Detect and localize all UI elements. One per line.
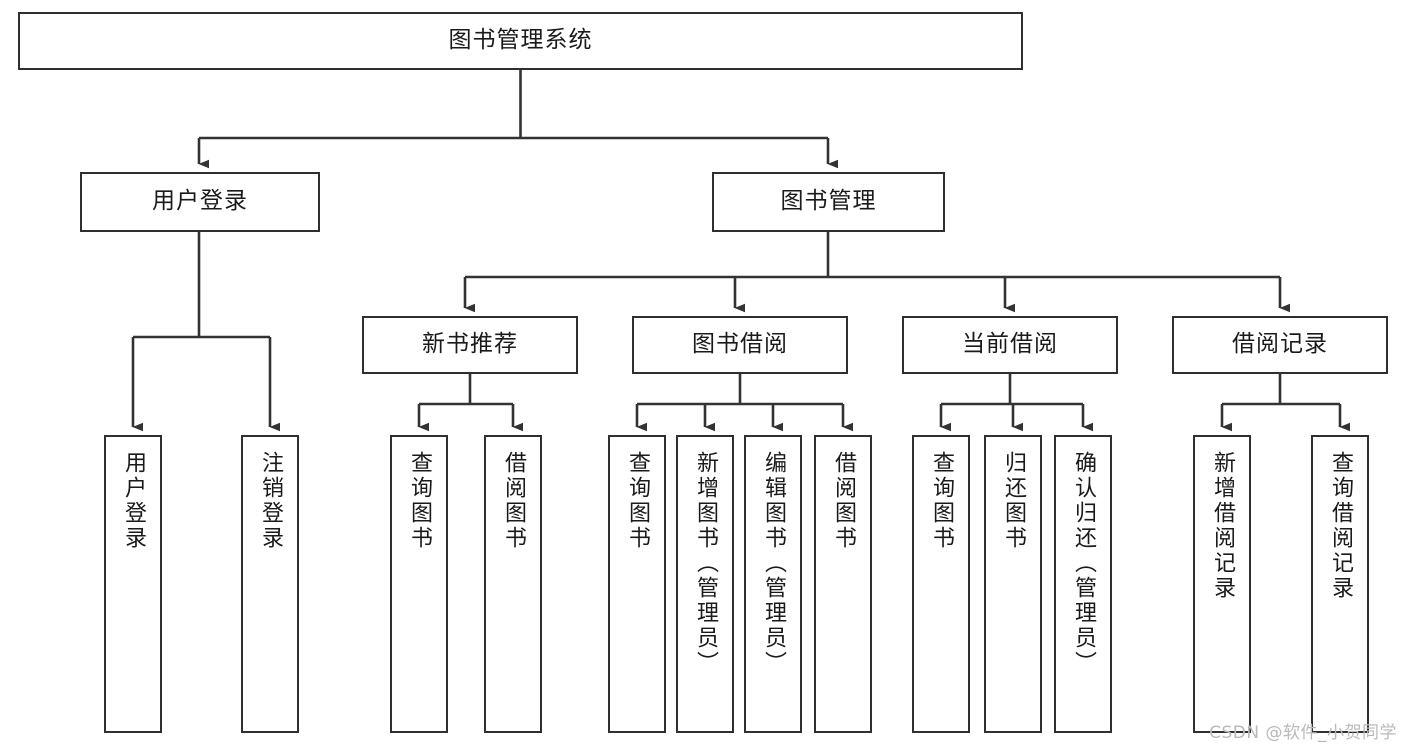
node-leaf-query-borrow-record-label: 查询借阅记录 — [1327, 451, 1353, 601]
node-leaf-query-book-rec[interactable]: 查询图书 — [390, 435, 448, 733]
csdn-watermark: CSDN @软件_小贺同学 — [1209, 723, 1397, 743]
node-leaf-add-book-admin-label: 新增图书（管理员） — [692, 451, 718, 676]
node-user-login-label: 用户登录 — [152, 188, 248, 215]
node-leaf-user-login[interactable]: 用户登录 — [104, 435, 162, 733]
node-book-borrow[interactable]: 图书借阅 — [632, 316, 848, 374]
node-current-borrow-label: 当前借阅 — [962, 331, 1058, 358]
node-leaf-confirm-return-admin-label: 确认归还（管理员） — [1070, 451, 1096, 676]
node-leaf-query-book-rec-label: 查询图书 — [406, 451, 432, 551]
node-leaf-return-book-label: 归还图书 — [1000, 451, 1026, 551]
node-book-manage[interactable]: 图书管理 — [712, 172, 945, 232]
node-leaf-query-book-borrow-label: 查询图书 — [624, 451, 650, 551]
node-root-label: 图书管理系统 — [448, 27, 593, 54]
node-leaf-user-logout[interactable]: 注销登录 — [241, 435, 299, 733]
node-leaf-query-book-borrow[interactable]: 查询图书 — [608, 435, 666, 733]
node-leaf-add-book-admin[interactable]: 新增图书（管理员） — [676, 435, 734, 733]
node-leaf-user-logout-label: 注销登录 — [257, 451, 283, 551]
node-leaf-borrow-book-rec-label: 借阅图书 — [500, 451, 526, 551]
node-borrow-record-label: 借阅记录 — [1232, 331, 1328, 358]
node-leaf-query-book-current-label: 查询图书 — [928, 451, 954, 551]
node-leaf-edit-book-admin-label: 编辑图书（管理员） — [760, 451, 786, 676]
node-leaf-borrow-book[interactable]: 借阅图书 — [814, 435, 872, 733]
node-leaf-edit-book-admin[interactable]: 编辑图书（管理员） — [744, 435, 802, 733]
node-book-manage-label: 图书管理 — [780, 188, 877, 215]
node-new-book-recommend[interactable]: 新书推荐 — [362, 316, 578, 374]
node-user-login[interactable]: 用户登录 — [80, 172, 320, 232]
node-leaf-query-borrow-record[interactable]: 查询借阅记录 — [1311, 435, 1369, 733]
node-current-borrow[interactable]: 当前借阅 — [902, 316, 1118, 374]
node-leaf-query-book-current[interactable]: 查询图书 — [912, 435, 970, 733]
node-leaf-return-book[interactable]: 归还图书 — [984, 435, 1042, 733]
node-leaf-borrow-book-label: 借阅图书 — [830, 451, 856, 551]
node-book-borrow-label: 图书借阅 — [692, 331, 788, 358]
node-leaf-borrow-book-rec[interactable]: 借阅图书 — [484, 435, 542, 733]
node-leaf-add-borrow-record-label: 新增借阅记录 — [1209, 451, 1235, 601]
node-new-book-recommend-label: 新书推荐 — [422, 331, 518, 358]
node-leaf-user-login-label: 用户登录 — [120, 451, 146, 551]
node-root[interactable]: 图书管理系统 — [18, 12, 1023, 70]
node-borrow-record[interactable]: 借阅记录 — [1172, 316, 1388, 374]
node-leaf-add-borrow-record[interactable]: 新增借阅记录 — [1193, 435, 1251, 733]
node-leaf-confirm-return-admin[interactable]: 确认归还（管理员） — [1054, 435, 1112, 733]
